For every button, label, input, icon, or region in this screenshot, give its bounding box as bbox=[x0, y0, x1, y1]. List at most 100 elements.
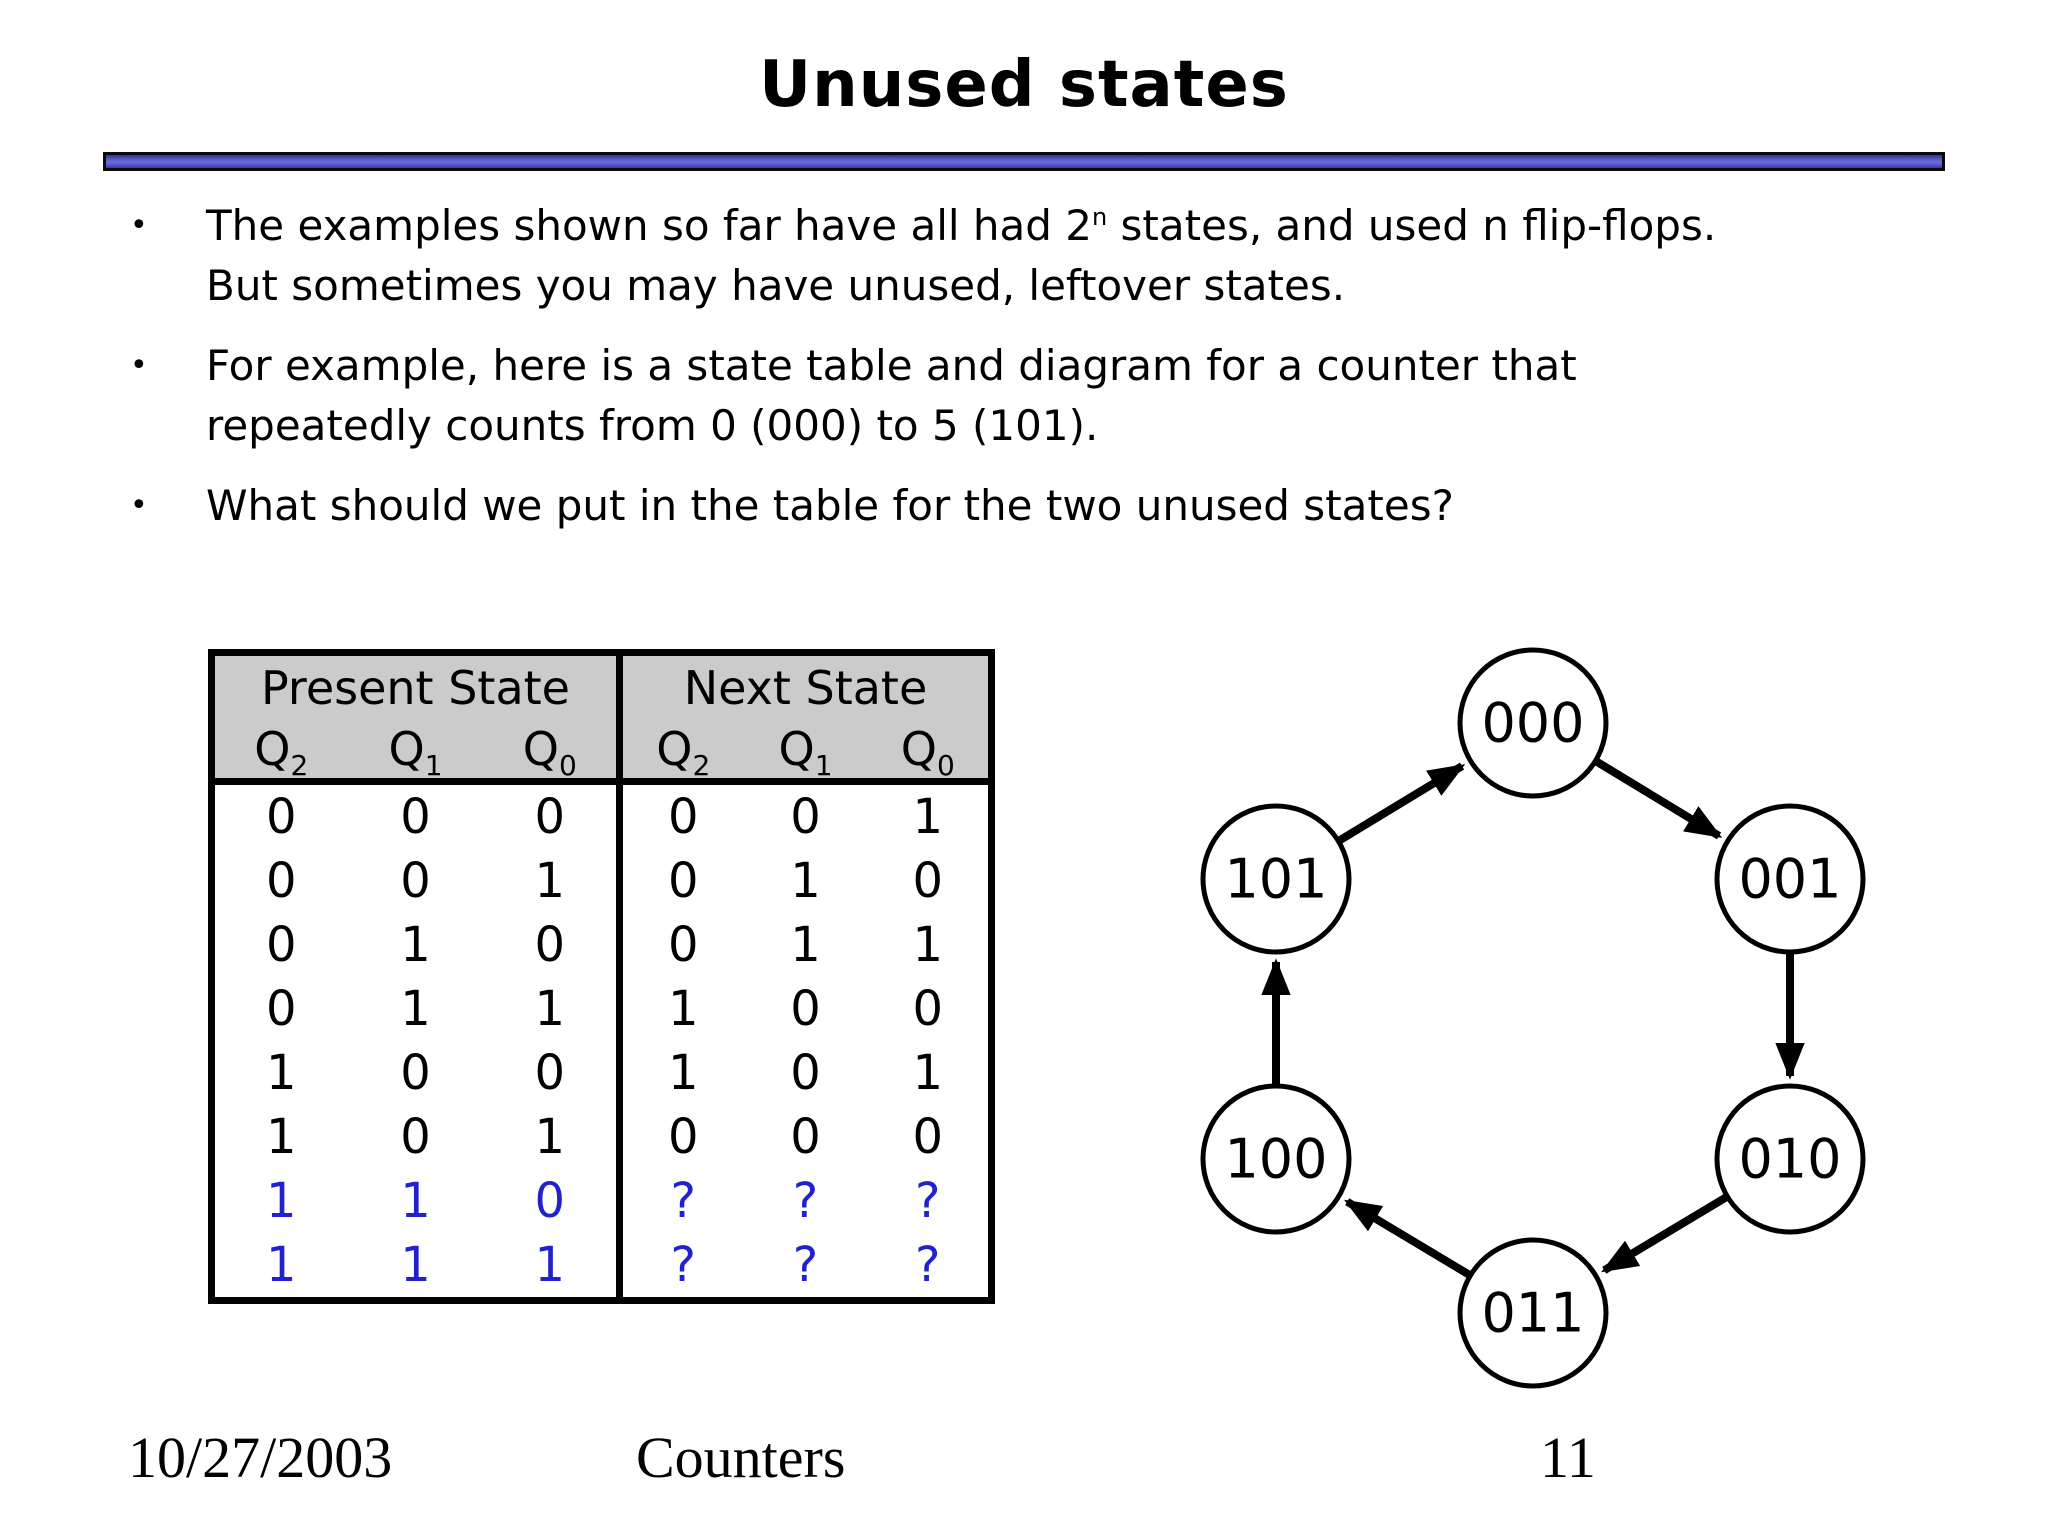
table-cell: ? bbox=[670, 1237, 696, 1293]
table-cell: 1 bbox=[483, 1105, 623, 1169]
table-cell: 1 bbox=[667, 1045, 699, 1101]
table-cell: 0 bbox=[483, 781, 623, 849]
table-cell: 1 bbox=[667, 981, 699, 1037]
state-node-010 bbox=[1714, 1083, 1866, 1235]
table-cell: 0 bbox=[667, 917, 699, 973]
table-cell: 1 bbox=[912, 1045, 944, 1101]
column-header-q0: Q0 bbox=[867, 720, 992, 785]
table-cell: 1 bbox=[483, 977, 623, 1041]
present-state-header: Present State bbox=[211, 652, 623, 720]
bullet-item-2: • For example, here is a state table and… bbox=[130, 336, 1970, 456]
table-cell: 0 bbox=[265, 981, 297, 1037]
table-cell: ? bbox=[792, 1173, 819, 1229]
transition-arrow-011-to-100 bbox=[1344, 1198, 1471, 1278]
table-cell: ? bbox=[915, 1173, 941, 1229]
column-header-q1: Q1 bbox=[743, 720, 868, 785]
table-cell: 1 bbox=[912, 917, 944, 973]
table-cell: ? bbox=[792, 1237, 819, 1293]
bullet-2-line-2: repeatedly counts from 0 (000) to 5 (101… bbox=[206, 401, 1099, 450]
bullet-marker: • bbox=[130, 208, 148, 243]
table-cell: 1 bbox=[790, 917, 821, 973]
table-cell: 1 bbox=[483, 849, 623, 913]
table-cell: 1 bbox=[790, 853, 821, 909]
state-node-label: 100 bbox=[1224, 1128, 1327, 1191]
table-cell: 1 bbox=[400, 981, 431, 1037]
table-cell: 0 bbox=[667, 1109, 699, 1165]
table-cell: 0 bbox=[790, 981, 821, 1037]
bullet-list: • The examples shown so far have all had… bbox=[130, 196, 1970, 556]
table-cell: 0 bbox=[483, 1041, 623, 1105]
bullet-1-line-2: But sometimes you may have unused, lefto… bbox=[206, 261, 1346, 310]
table-cell: ? bbox=[670, 1173, 696, 1229]
table-cell: 0 bbox=[790, 789, 821, 845]
table-cell: 0 bbox=[265, 789, 297, 845]
table-cell: 1 bbox=[265, 1045, 297, 1101]
table-cell: 0 bbox=[912, 853, 944, 909]
next-state-header: Next State bbox=[619, 652, 992, 720]
table-cell: 1 bbox=[265, 1109, 297, 1165]
bullet-item-3: • What should we put in the table for th… bbox=[130, 476, 1970, 536]
page-title: Unused states bbox=[759, 48, 1289, 122]
column-header-q0: Q0 bbox=[483, 720, 623, 785]
bullet-marker: • bbox=[130, 488, 148, 523]
footer-section: Counters bbox=[636, 1425, 846, 1490]
column-header-q2: Q2 bbox=[211, 720, 348, 785]
table-cell: 0 bbox=[667, 853, 699, 909]
table-cell: 0 bbox=[265, 917, 297, 973]
column-header-q2: Q2 bbox=[619, 720, 744, 785]
table-cell: 0 bbox=[912, 1109, 944, 1165]
footer-page-number: 11 bbox=[1540, 1425, 1596, 1490]
state-node-label: 101 bbox=[1224, 848, 1327, 911]
bullet-3-line-1: What should we put in the table for the … bbox=[206, 481, 1454, 530]
group-header-row: Present State Next State bbox=[211, 652, 992, 720]
bullet-item-1: • The examples shown so far have all had… bbox=[130, 196, 1970, 316]
table-cell: 0 bbox=[790, 1109, 821, 1165]
transition-arrow-010-to-011 bbox=[1601, 1194, 1728, 1274]
table-cell: 1 bbox=[265, 1237, 297, 1293]
table-cell: 0 bbox=[400, 853, 431, 909]
title-divider-bar bbox=[103, 152, 1945, 171]
table-cell: 0 bbox=[483, 913, 623, 977]
state-node-101 bbox=[1200, 803, 1352, 955]
state-node-100 bbox=[1200, 1083, 1352, 1235]
state-node-001 bbox=[1714, 803, 1866, 955]
table-cell: 1 bbox=[400, 1237, 431, 1293]
table-cell: ? bbox=[915, 1237, 941, 1293]
state-node-label: 010 bbox=[1738, 1128, 1841, 1191]
table-cell: 0 bbox=[400, 789, 431, 845]
table-cell: 1 bbox=[400, 917, 431, 973]
footer-date: 10/27/2003 bbox=[128, 1425, 393, 1490]
state-node-000 bbox=[1457, 647, 1609, 799]
table-cell: 0 bbox=[912, 981, 944, 1037]
table-cell: 0 bbox=[400, 1045, 431, 1101]
state-node-011 bbox=[1457, 1237, 1609, 1389]
state-node-label: 011 bbox=[1481, 1282, 1584, 1345]
table-cell: 1 bbox=[912, 789, 944, 845]
table-cell: 0 bbox=[265, 853, 297, 909]
table-cell: 0 bbox=[667, 789, 699, 845]
table-cell: 1 bbox=[400, 1173, 431, 1229]
table-cell: 1 bbox=[483, 1233, 623, 1301]
state-node-label: 001 bbox=[1738, 848, 1841, 911]
bullet-2-line-1: For example, here is a state table and d… bbox=[206, 341, 1577, 390]
table-cell: 0 bbox=[400, 1109, 431, 1165]
transition-arrow-101-to-000 bbox=[1338, 762, 1466, 844]
superscript-n: n bbox=[1091, 203, 1108, 231]
bullet-marker: • bbox=[130, 348, 148, 383]
table-cell: 1 bbox=[265, 1173, 297, 1229]
column-header-q1: Q1 bbox=[347, 720, 484, 785]
